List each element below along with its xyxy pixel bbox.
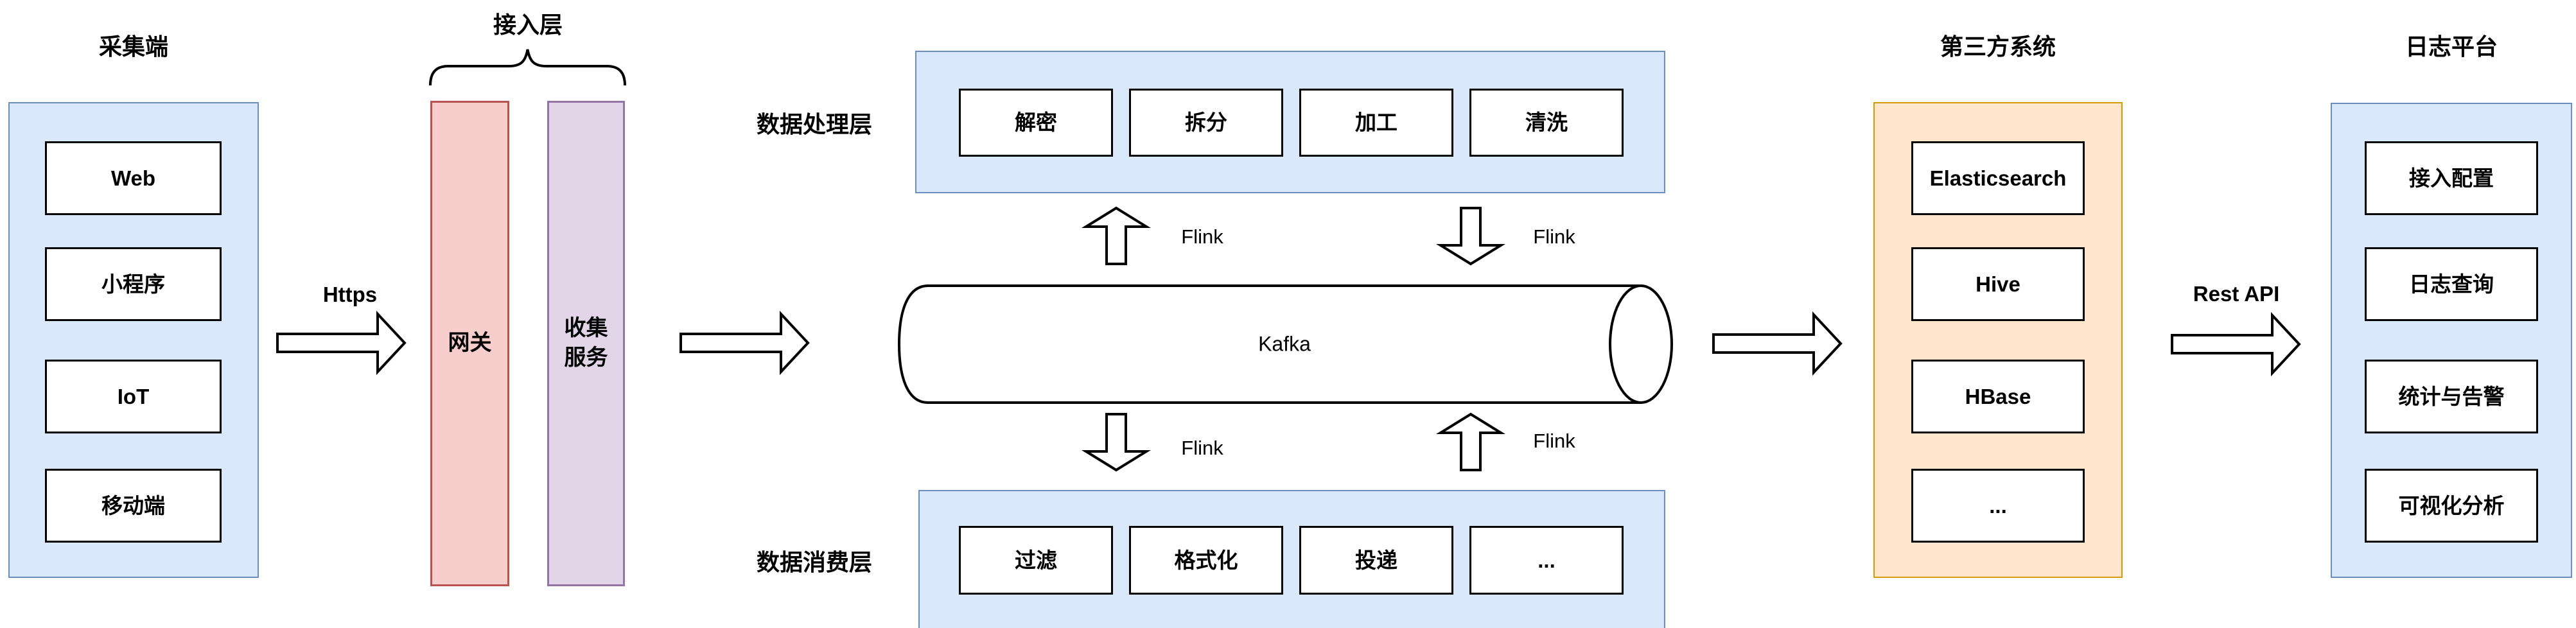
collect-service-box: 收集服务 — [547, 101, 625, 586]
log-platform-item-access-config: 接入配置 — [2365, 141, 2538, 215]
flink-label-bottom-right: Flink — [1533, 430, 1575, 452]
collection-item-web: Web — [45, 141, 222, 215]
kafka-cylinder-end — [1609, 284, 1673, 404]
processing-item-transform: 加工 — [1299, 89, 1453, 157]
flink-label-bottom-left: Flink — [1181, 437, 1223, 459]
arrow-flink-bottom-right-up — [1435, 412, 1506, 471]
arrow-flink-top-right-down — [1435, 207, 1506, 266]
consumption-item-format: 格式化 — [1129, 526, 1283, 595]
gateway-box: 网关 — [430, 101, 509, 586]
access-layer-title: 接入层 — [493, 12, 563, 38]
processing-item-clean: 清洗 — [1469, 89, 1624, 157]
kafka-label: Kafka — [1258, 332, 1311, 356]
processing-item-decrypt: 解密 — [959, 89, 1113, 157]
collection-item-mobile: 移动端 — [45, 469, 222, 543]
processing-layer-label: 数据处理层 — [756, 111, 873, 137]
third-party-item-more: ... — [1911, 469, 2085, 543]
third-party-title: 第三方系统 — [1940, 33, 2056, 60]
consumption-layer-label: 数据消费层 — [756, 549, 873, 575]
arrow-https — [276, 310, 407, 376]
access-layer-brace — [429, 49, 626, 86]
third-party-item-hbase: HBase — [1911, 360, 2085, 433]
collection-item-iot: IoT — [45, 360, 222, 433]
third-party-item-hive: Hive — [1911, 247, 2085, 321]
consumption-item-deliver: 投递 — [1299, 526, 1453, 595]
consumption-item-filter: 过滤 — [959, 526, 1113, 595]
third-party-item-elasticsearch: Elasticsearch — [1911, 141, 2085, 215]
arrow-to-third-party — [1712, 311, 1843, 376]
log-platform-item-visual-analysis: 可视化分析 — [2365, 469, 2538, 543]
arrow-to-kafka — [679, 310, 810, 376]
flink-label-top-left: Flink — [1181, 225, 1223, 248]
consumption-item-more: ... — [1469, 526, 1624, 595]
log-platform-item-stats-alerts: 统计与告警 — [2365, 360, 2538, 433]
log-platform-item-log-query: 日志查询 — [2365, 247, 2538, 321]
flink-label-top-right: Flink — [1533, 225, 1575, 248]
rest-api-label: Rest API — [2193, 282, 2280, 306]
arrow-flink-top-left-up — [1081, 206, 1152, 265]
processing-item-split: 拆分 — [1129, 89, 1283, 157]
arrow-flink-bottom-left-down — [1081, 413, 1152, 472]
collection-item-miniprogram: 小程序 — [45, 247, 222, 321]
kafka-cylinder-body — [897, 284, 1642, 404]
log-platform-title: 日志平台 — [2405, 33, 2498, 60]
collection-title: 采集端 — [98, 33, 169, 60]
arrow-rest-api — [2171, 311, 2301, 377]
https-label: Https — [322, 283, 378, 306]
